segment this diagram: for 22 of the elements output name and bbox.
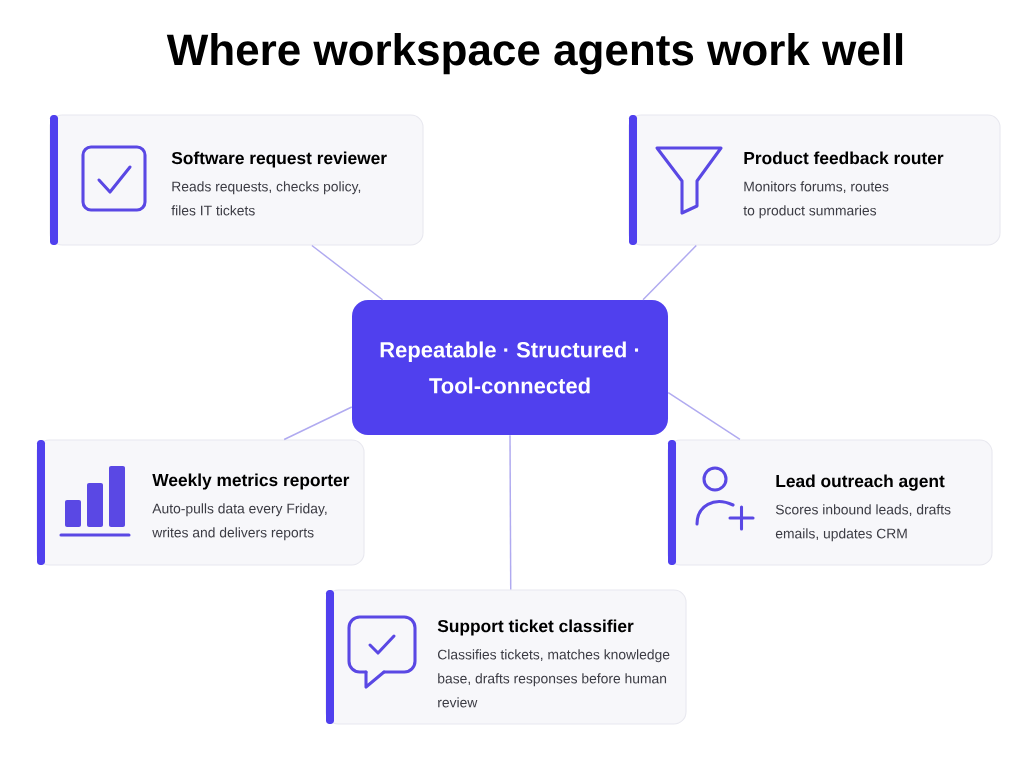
title: Where workspace agents work well xyxy=(166,33,903,75)
connector-line xyxy=(311,244,384,301)
card-title: Lead outreach agent xyxy=(776,474,945,491)
agent-card xyxy=(49,114,424,246)
card-description: Auto-pulls data every Friday, writes and delivers reports xyxy=(152,503,327,541)
connector-line xyxy=(509,434,512,591)
card-title: Product feedback router xyxy=(744,151,944,165)
agent-card xyxy=(36,439,365,566)
connector-line xyxy=(642,244,697,301)
card-description: Monitors forums, routes to product summaries xyxy=(743,181,889,219)
card-description: Reads requests, checks policy, files IT tickets xyxy=(171,181,361,216)
card-description: Scores inbound leads, drafts emails, updates CRM xyxy=(775,504,951,542)
agent-card xyxy=(628,114,1001,246)
card-title: Support ticket classifier xyxy=(437,619,634,636)
card-description: Classifies tickets, matches knowledge base, drafts responses before human review xyxy=(438,649,670,708)
hub-box: Repeatable · Structured · Tool-connected xyxy=(352,300,668,435)
card-title: Software request reviewer xyxy=(171,151,387,168)
card-title: Weekly metrics reporter xyxy=(152,473,350,490)
agent-card xyxy=(667,439,993,566)
agent-card xyxy=(325,589,687,725)
connector-line xyxy=(667,391,741,441)
connector-line xyxy=(283,406,353,441)
